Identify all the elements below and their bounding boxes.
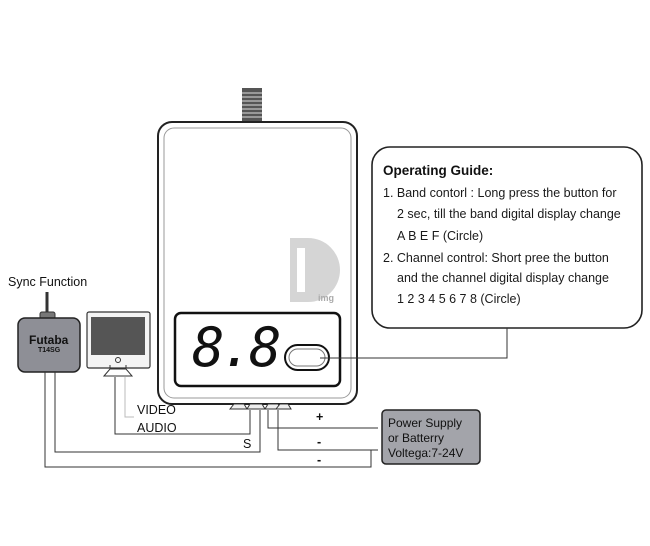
signal-label: S (243, 437, 252, 451)
power-line-3: Voltega:7-24V (388, 446, 464, 460)
power-line-1: Power Supply (388, 416, 463, 430)
antenna-connector (242, 88, 262, 124)
transmitter-model: T14SG (38, 347, 61, 354)
transmitter-brand: Futaba (29, 333, 69, 347)
segment-display: 8.8 (192, 316, 282, 379)
watermark-logo (290, 238, 340, 302)
guide-line: 1. Band contorl : Long press the button … (383, 186, 617, 200)
futaba-transmitter (17, 317, 81, 373)
minus-label: - (317, 453, 322, 467)
sync-function-label: Sync Function (8, 275, 88, 289)
power-line-2: or Batterry (388, 431, 445, 445)
signal-wire (54, 372, 261, 453)
guide-title: Operating Guide: (383, 163, 494, 178)
audio-label: AUDIO (137, 421, 177, 435)
guide-line: 2 sec, till the band digital display cha… (397, 207, 621, 221)
monitor-icon (86, 311, 151, 377)
minus-label: - (317, 435, 322, 449)
guide-line: 2. Channel control: Short pree the butto… (383, 251, 609, 265)
power-supply-box (381, 409, 481, 465)
connector-pins (228, 403, 292, 410)
watermark-text: img (318, 293, 335, 303)
guide-line: 1 2 3 4 5 6 7 8 (Circle) (397, 292, 521, 306)
minus-wire (277, 410, 378, 451)
video-label: VIDEO (137, 403, 176, 417)
plus-wire (267, 410, 378, 429)
guide-line: A B E F (Circle) (397, 229, 484, 243)
audio-wire (114, 377, 251, 435)
ground-wire-transmitter (44, 372, 372, 468)
guide-line: and the channel digital display change (397, 271, 609, 285)
plus-label: + (316, 410, 324, 424)
